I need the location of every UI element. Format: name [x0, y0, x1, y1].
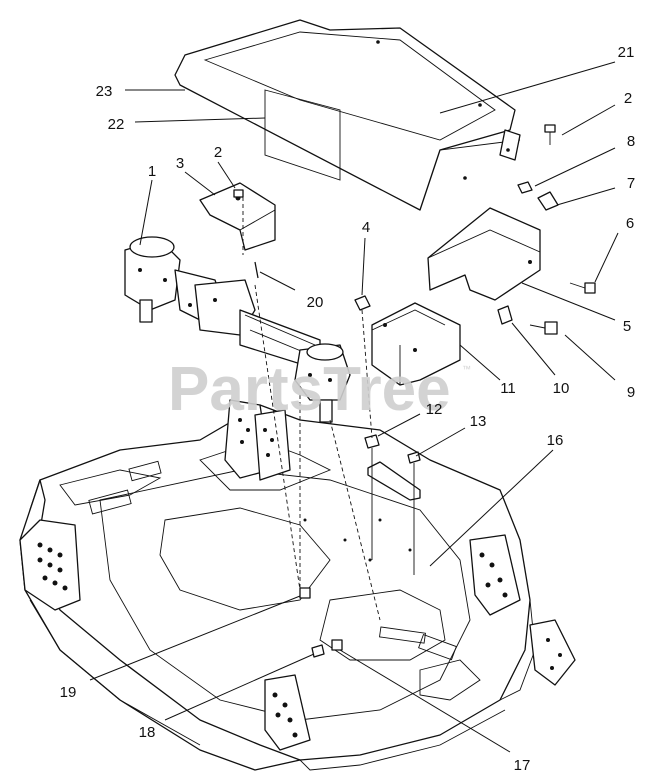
mower-deck [19, 399, 576, 771]
belt-cover [427, 207, 541, 301]
watermark: PartsTree ™ [168, 355, 471, 424]
watermark-text: PartsTree [168, 355, 451, 424]
callout-8: 8 [627, 133, 635, 150]
callout-12: 12 [426, 401, 443, 418]
top-shield [174, 19, 521, 211]
lower-bracket [371, 302, 461, 386]
callout-7: 7 [627, 175, 635, 192]
callout-18: 18 [139, 724, 156, 741]
tension-rod [367, 461, 421, 501]
callout-2-bracket: 2 [214, 144, 222, 161]
watermark-trademark: ™ [462, 364, 471, 374]
gearbox-drive-shaft [124, 236, 351, 423]
callout-19: 19 [60, 684, 77, 701]
callout-6: 6 [626, 215, 634, 232]
hardware [233, 124, 596, 658]
callout-1: 1 [148, 163, 156, 180]
callout-10: 10 [553, 380, 570, 397]
callout-23: 23 [96, 83, 113, 100]
callout-11: 11 [500, 380, 516, 397]
leader-lines [89, 61, 619, 753]
callout-16: 16 [547, 432, 564, 449]
callout-22: 22 [108, 116, 125, 133]
callout-20: 20 [307, 294, 324, 311]
callout-labels: 1 2 2 3 4 5 6 7 8 9 10 11 12 13 16 17 18… [60, 44, 636, 774]
callout-2-shield: 2 [624, 90, 632, 107]
callout-9: 9 [627, 384, 635, 401]
callout-17: 17 [514, 757, 531, 774]
callout-4: 4 [362, 219, 370, 236]
callout-3: 3 [176, 155, 184, 172]
callout-13: 13 [470, 413, 487, 430]
callout-5: 5 [623, 318, 631, 335]
callout-21: 21 [618, 44, 635, 61]
